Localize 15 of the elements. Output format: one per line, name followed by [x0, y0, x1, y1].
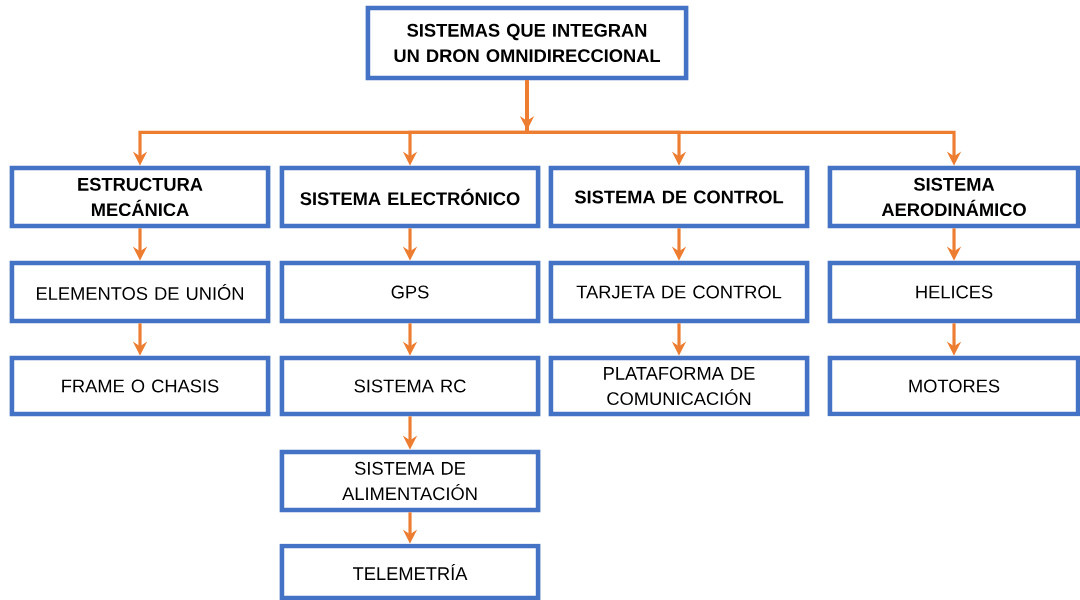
component-box: ELEMENTOS DE UNIÓN	[9, 260, 271, 324]
component-box: FRAME O CHASIS	[9, 355, 271, 417]
component-box: MOTORES	[827, 355, 1080, 417]
component-box: SISTEMA DE ALIMENTACIÓN	[279, 449, 541, 513]
component-box: GPS	[279, 260, 541, 324]
system-box: SISTEMA DE CONTROL	[548, 165, 810, 229]
system-box: SISTEMA AERODINÁMICO	[827, 165, 1080, 229]
system-box: SISTEMA ELECTRÓNICO	[279, 165, 541, 229]
component-box: TELEMETRÍA	[279, 543, 541, 600]
component-box: TARJETA DE CONTROL	[548, 260, 810, 324]
system-box: ESTRUCTURA MECÁNICA	[9, 165, 271, 229]
system-box: SISTEMAS QUE INTEGRAN UN DRON OMNIDIRECCIONAL	[365, 5, 689, 81]
component-box: SISTEMA RC	[279, 355, 541, 417]
component-box: PLATAFORMA DE COMUNICACIÓN	[548, 355, 810, 417]
component-box: HELICES	[827, 260, 1080, 324]
